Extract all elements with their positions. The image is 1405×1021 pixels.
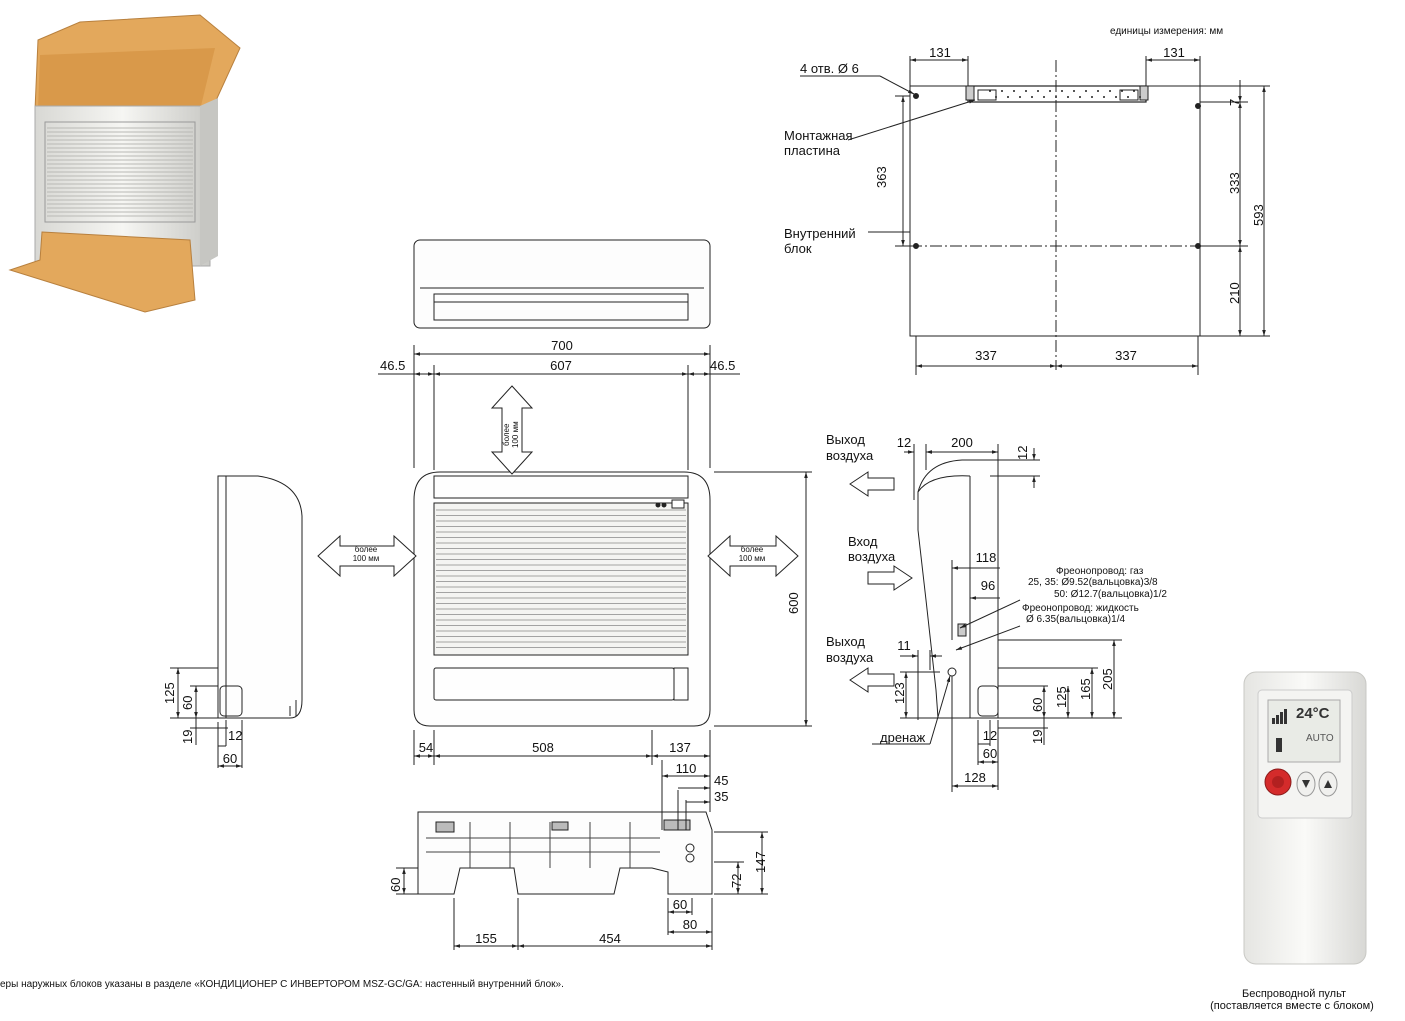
dim-210: 210: [1227, 282, 1242, 304]
indoor-unit-label-2: блок: [784, 241, 812, 256]
dim-337-right: 337: [1115, 348, 1137, 363]
right-dim-96: 96: [980, 578, 996, 593]
right-dim-11: 11: [897, 638, 911, 653]
right-dim-200: 200: [951, 435, 973, 450]
bottom-view: [396, 760, 768, 950]
dim-46-5-right: 46.5: [710, 358, 736, 373]
dim-46-5-left: 46.5: [380, 358, 406, 373]
remote-display-mode: AUTO: [1306, 733, 1334, 744]
right-dim-12-bottom: 12: [982, 728, 998, 743]
bottom-dim-45: 45: [714, 773, 729, 788]
bottom-dim-80: 80: [682, 917, 698, 932]
dim-337-left: 337: [975, 348, 997, 363]
bottom-dim-147: 147: [753, 851, 768, 873]
units-label: единицы измерения: мм: [1110, 26, 1224, 37]
right-dim-125: 125: [1054, 686, 1069, 708]
clearance-right-label: более: [740, 545, 764, 554]
indoor-unit-label: Внутренний: [784, 226, 856, 241]
clearance-left-label-2: 100 мм: [352, 554, 380, 563]
right-dim-19: 19: [1030, 729, 1045, 744]
bottom-dim-454: 454: [599, 931, 621, 946]
remote-caption: Беспроводной пульт: [1242, 988, 1346, 1000]
unit-photo: [8, 14, 241, 313]
clearance-arrow-top: [490, 385, 534, 475]
gas-pipe-label: Фреонопровод: газ: [1056, 566, 1144, 577]
dim-131-left: 131: [929, 45, 951, 60]
dim-607: 607: [550, 358, 572, 373]
right-dim-12: 12: [896, 435, 912, 450]
dim-137: 137: [669, 740, 691, 755]
dim-54: 54: [418, 740, 434, 755]
left-dim-12: 12: [228, 728, 243, 743]
dim-600: 600: [786, 592, 801, 614]
left-dim-125: 125: [162, 682, 177, 704]
cardboard-bottom: [8, 231, 196, 313]
right-dim-60: 60: [1030, 697, 1045, 712]
outlet-bottom-label-2: воздуха: [826, 650, 874, 665]
air-outlet-top-arrow: [849, 471, 895, 497]
inlet-label: Вход: [848, 534, 878, 549]
holes-label: 4 отв. Ø 6: [800, 61, 859, 76]
clearance-arrow-left: [317, 534, 417, 578]
left-dim-60: 60: [180, 695, 195, 710]
right-side-view: [849, 444, 1122, 792]
bottom-dim-155: 155: [475, 931, 497, 946]
liquid-pipe-spec: Ø 6.35(вальцовка)1/4: [1026, 614, 1126, 625]
clearance-top-label: более: [502, 423, 511, 446]
air-inlet-arrow: [867, 565, 913, 591]
drain-label: дренаж: [880, 730, 926, 745]
mounting-plate-drawing: [800, 56, 1270, 375]
dim-508: 508: [532, 740, 554, 755]
dim-7: 7: [1227, 98, 1242, 106]
outlet-top-label-2: воздуха: [826, 448, 874, 463]
right-dim-123: 123: [892, 682, 907, 704]
liquid-pipe-label: Фреонопровод: жидкость: [1022, 603, 1139, 614]
footer-note: еры наружных блоков указаны в разделе «К…: [0, 979, 564, 990]
left-dim-60-bottom: 60: [222, 751, 238, 766]
unit-photo-grille: [44, 121, 196, 223]
right-dim-12-vertical: 12: [1015, 445, 1030, 460]
remote-display-temp: 24°C: [1296, 705, 1330, 722]
right-dim-128: 128: [964, 770, 986, 785]
unit-photo-grille-lines: [47, 127, 193, 217]
unit-photo-side: [200, 98, 218, 266]
cardboard-top-fold: [38, 48, 215, 110]
remote-caption-2: (поставляется вместе с блоком): [1210, 1000, 1374, 1012]
right-dim-205: 205: [1100, 668, 1115, 690]
bottom-dim-72: 72: [729, 873, 744, 888]
dim-363: 363: [874, 166, 889, 188]
mounting-plate-label-2: пластина: [784, 143, 840, 158]
outlet-top-label: Выход: [826, 432, 865, 447]
right-dim-118: 118: [975, 550, 997, 565]
left-side-view: [170, 475, 303, 768]
dim-593: 593: [1251, 204, 1266, 226]
bottom-dim-110: 110: [675, 761, 697, 776]
outlet-bottom-label: Выход: [826, 634, 865, 649]
front-view: [317, 345, 812, 765]
dim-333: 333: [1227, 172, 1242, 194]
bottom-dim-60: 60: [672, 897, 688, 912]
clearance-top-label-2: 100 мм: [511, 421, 520, 448]
bottom-dim-60-vertical: 60: [388, 877, 403, 892]
mounting-plate-label: Монтажная: [784, 128, 853, 143]
gas-pipe-spec-2: 50: Ø12.7(вальцовка)1/2: [1054, 589, 1167, 600]
dim-700: 700: [551, 338, 573, 353]
top-view: [413, 239, 711, 329]
right-dim-165: 165: [1078, 678, 1093, 700]
clearance-arrow-right: [707, 534, 799, 578]
inlet-label-2: воздуха: [848, 549, 896, 564]
left-dim-19: 19: [180, 729, 195, 744]
clearance-left-label: более: [354, 545, 378, 554]
bottom-dim-35: 35: [714, 789, 729, 804]
indoor-unit-outline: [909, 85, 1201, 337]
clearance-right-label-2: 100 мм: [738, 554, 766, 563]
right-dim-60-bottom: 60: [982, 746, 998, 761]
dim-131-right: 131: [1163, 45, 1185, 60]
remote-controller: [1243, 671, 1367, 965]
gas-pipe-spec-1: 25, 35: Ø9.52(вальцовка)3/8: [1028, 577, 1158, 588]
air-outlet-bottom-arrow: [849, 667, 895, 693]
